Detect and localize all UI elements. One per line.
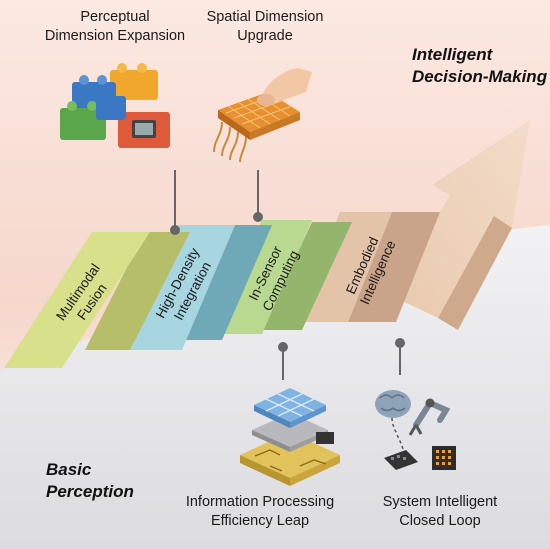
lego-blocks-icon bbox=[60, 63, 170, 148]
heading-line: Intelligent bbox=[412, 45, 493, 64]
heading-intelligent-decision-making: Intelligent Decision-Making bbox=[412, 44, 547, 88]
heading-line: Decision-Making bbox=[412, 67, 548, 86]
callout-line: Upgrade bbox=[237, 28, 293, 44]
callout-line: Closed Loop bbox=[399, 513, 481, 529]
heading-basic-perception: Basic Perception bbox=[46, 459, 134, 503]
callout-information-processing-efficiency-leap: Information Processing Efficiency Leap bbox=[170, 493, 350, 531]
callout-system-intelligent-closed-loop: System Intelligent Closed Loop bbox=[360, 493, 520, 531]
connector-lines bbox=[170, 170, 405, 380]
layered-chip-icon bbox=[240, 388, 340, 486]
callout-line: Information Processing bbox=[185, 494, 335, 510]
callout-line: Dimension Expansion bbox=[44, 28, 186, 44]
callout-perceptual-dimension-expansion: Perceptual Dimension Expansion bbox=[40, 8, 190, 46]
step-high-density-integration bbox=[125, 225, 272, 350]
callout-spatial-dimension-upgrade: Spatial Dimension Upgrade bbox=[190, 8, 340, 46]
progress-arrow bbox=[390, 120, 530, 330]
callout-line: Spatial Dimension bbox=[206, 9, 324, 25]
callout-line: Efficiency Leap bbox=[210, 513, 310, 529]
callout-line: System Intelligent bbox=[382, 494, 498, 510]
heading-line: Basic bbox=[46, 460, 92, 479]
brain-robot-arm-icon bbox=[375, 390, 456, 470]
step-embodied-intelligence bbox=[296, 212, 440, 322]
step-multimodal-fusion bbox=[4, 232, 190, 368]
callout-line: Perceptual bbox=[80, 9, 150, 25]
finger-touch-sensor-icon bbox=[213, 68, 312, 163]
heading-line: Perception bbox=[46, 482, 134, 501]
